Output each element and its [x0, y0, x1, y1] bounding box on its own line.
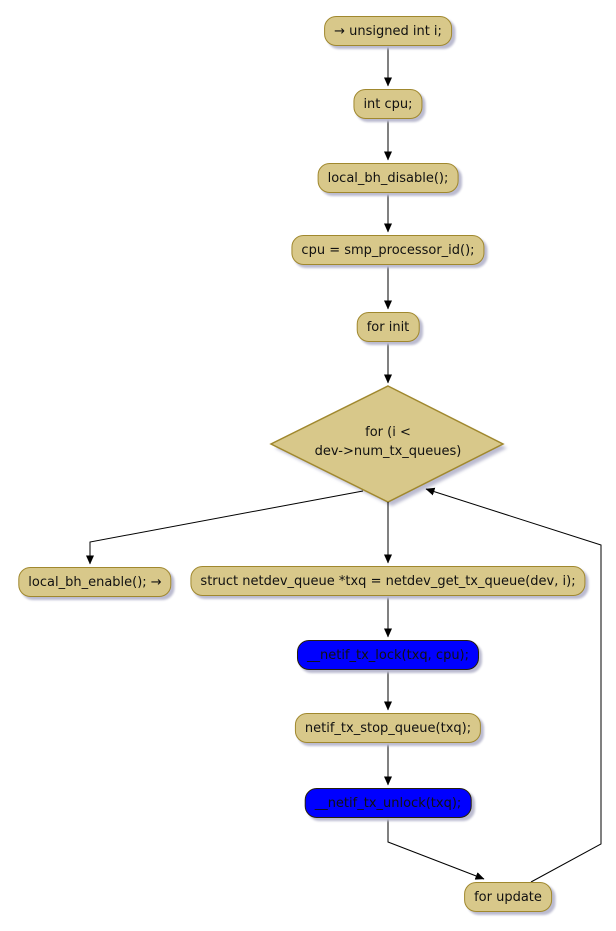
node-declare-i: → unsigned int i; [324, 16, 452, 46]
edge-loop-exit-to-bh-enable [86, 490, 364, 565]
edge-unlock-to-for-update [387, 818, 485, 880]
loop-condition-label: for (i < dev->num_tx_queues) [314, 425, 462, 459]
node-netif-tx-lock: __netif_tx_lock(txq, cpu); [296, 640, 480, 670]
edge-for-update-back-to-loop [425, 487, 602, 883]
node-netif-tx-stop-queue: netif_tx_stop_queue(txq); [294, 713, 482, 743]
node-local-bh-enable: local_bh_enable(); → [18, 567, 172, 597]
node-smp-processor-id: cpu = smp_processor_id(); [291, 235, 485, 265]
node-for-init: for init [356, 312, 420, 342]
node-netdev-get-tx-queue: struct netdev_queue *txq = netdev_get_tx… [190, 566, 586, 596]
node-local-bh-disable: local_bh_disable(); [317, 163, 459, 193]
node-for-update: for update [464, 882, 552, 912]
node-netif-tx-unlock: __netif_tx_unlock(txq); [304, 788, 472, 818]
node-declare-cpu: int cpu; [353, 89, 423, 119]
